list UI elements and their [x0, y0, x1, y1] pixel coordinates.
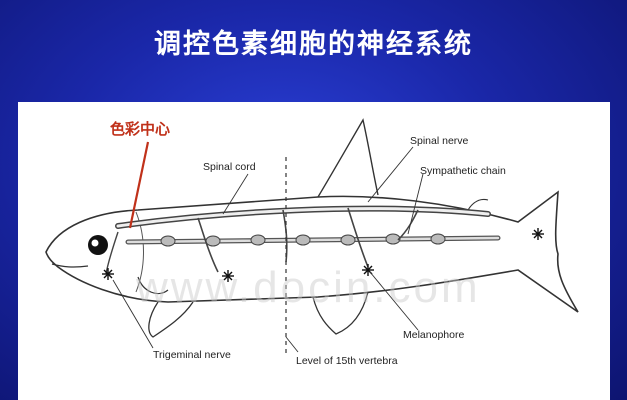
- spinal-cord-inner: [116, 207, 490, 228]
- color-center-pointer: [128, 141, 150, 229]
- slide-title: 调控色素细胞的神经系统: [154, 29, 473, 60]
- fish-eye-highlight: [91, 239, 99, 247]
- leader-lines: [112, 146, 424, 353]
- watermark: www.docin.com: [135, 263, 481, 312]
- pelvic-fin: [148, 301, 194, 338]
- dorsal-fin: [317, 118, 379, 198]
- anal-fin: [312, 291, 369, 335]
- label-spinal-cord: Spinal cord: [203, 161, 256, 173]
- sympathetic-ganglia: [160, 233, 446, 247]
- trigeminal-nerve: [105, 231, 119, 275]
- label-trigeminal-nerve: Trigeminal nerve: [153, 349, 231, 361]
- label-spinal-nerve: Spinal nerve: [410, 135, 469, 147]
- fish-diagram-svg: www.docin.com 色彩中心 Spinal cord Spinal ne…: [45, 118, 579, 367]
- label-sympathetic-chain: Sympathetic chain: [420, 165, 506, 177]
- gill-line: [135, 211, 144, 293]
- label-level-vertebra: Level of 15th vertebra: [296, 355, 398, 367]
- fish-body-outline: [45, 190, 579, 313]
- spinal-nerve-branches: [197, 207, 419, 273]
- fish-eye: [88, 235, 108, 255]
- adipose-fin: [467, 198, 489, 211]
- fish-diagram: www.docin.com 色彩中心 Spinal cord Spinal ne…: [18, 102, 610, 400]
- label-color-center: 色彩中心: [110, 120, 170, 138]
- fish-mouth: [51, 263, 89, 268]
- label-melanophore: Melanophore: [403, 329, 464, 341]
